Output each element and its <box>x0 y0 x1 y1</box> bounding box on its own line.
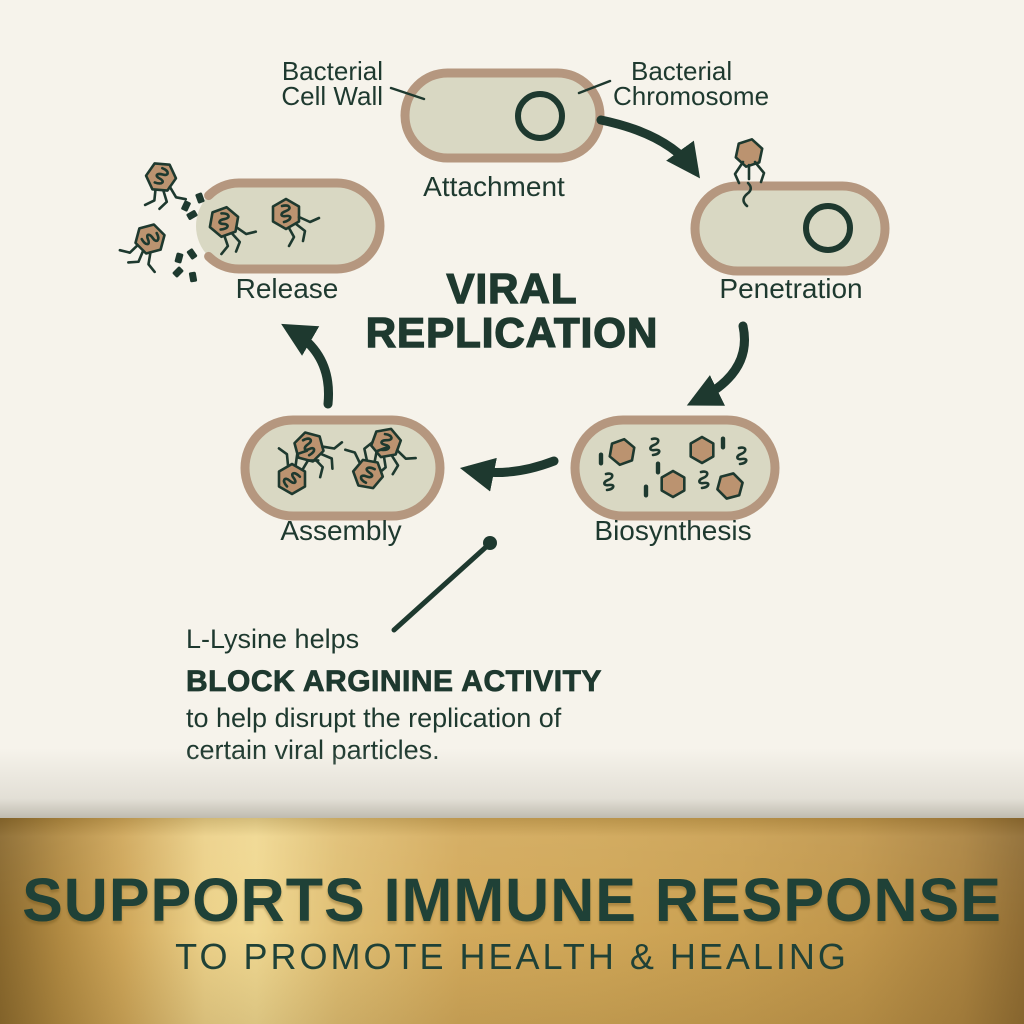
tail-segment-icon <box>643 484 649 498</box>
background-fade <box>0 748 1024 818</box>
banner-headline: SUPPORTS IMMUNE RESPONSE <box>22 866 1002 934</box>
arrow-biosynthesis-to-assembly-icon <box>459 456 559 492</box>
stage-label-assembly: Assembly <box>280 515 401 546</box>
tail-segment-icon <box>720 436 726 450</box>
capsid-icon <box>689 435 715 465</box>
capsid-icon <box>660 469 686 499</box>
annotation-body-line1: to help disrupt the replication of <box>186 703 562 733</box>
gold-banner: SUPPORTS IMMUNE RESPONSE TO PROMOTE HEAL… <box>0 818 1024 1024</box>
annotation-intro: L-Lysine helps <box>186 624 359 654</box>
cell-wall-leader-line <box>389 86 426 101</box>
viral-replication-diagram: Attachment Bacterial Cell Wall Bacterial… <box>114 56 890 765</box>
assembly-cell <box>240 415 445 521</box>
bacterium-cell-icon <box>400 68 605 163</box>
biosynthesis-cell <box>570 415 780 521</box>
bacterium-cell-icon <box>690 181 890 276</box>
debris-icon <box>174 252 184 264</box>
release-cell <box>114 155 385 283</box>
chromosome-leader-line <box>577 79 612 95</box>
debris-icon <box>185 209 199 221</box>
phage-icon <box>130 155 198 224</box>
tail-segment-icon <box>598 452 604 466</box>
annotation-pointer-line <box>391 544 489 633</box>
arrow-assembly-to-release-icon <box>281 323 334 409</box>
stage-label-release: Release <box>236 273 339 304</box>
debris-icon <box>180 199 192 213</box>
viral-dna-icon <box>742 181 753 208</box>
chromosome-label-line1: Bacterial <box>631 56 732 86</box>
attachment-cell <box>400 68 605 163</box>
cell-wall-label-line2: Cell Wall <box>281 81 383 111</box>
chromosome-label-line2: Chromosome <box>613 81 769 111</box>
debris-icon <box>188 271 198 283</box>
tail-segment-icon <box>655 461 661 475</box>
debris-icon <box>186 247 198 261</box>
annotation-pointer-dot <box>483 536 497 550</box>
stage-label-biosynthesis: Biosynthesis <box>594 515 751 546</box>
arrow-penetration-to-biosynthesis-icon <box>686 321 749 406</box>
cell-wall-label-line1: Bacterial <box>282 56 383 86</box>
diagram-title-line1: VIRAL <box>447 265 578 312</box>
arrow-attachment-to-penetration-icon <box>596 115 701 179</box>
diagram-title-line2: REPLICATION <box>366 309 659 356</box>
stage-label-attachment: Attachment <box>423 171 565 202</box>
phage-icon <box>114 221 175 281</box>
penetration-cell <box>690 138 890 276</box>
chromosome-icon <box>803 203 853 253</box>
debris-icon <box>171 265 185 279</box>
annotation-emphasis: BLOCK ARGININE ACTIVITY <box>186 665 602 698</box>
phage-icon <box>733 138 766 208</box>
broken-cell-wall-icon <box>204 178 385 274</box>
bacterium-cell-icon <box>570 415 780 521</box>
banner-subheadline: TO PROMOTE HEALTH & HEALING <box>175 936 849 977</box>
chromosome-icon <box>515 91 565 141</box>
bacterium-cell-icon <box>240 415 445 521</box>
stage-label-penetration: Penetration <box>719 273 862 304</box>
